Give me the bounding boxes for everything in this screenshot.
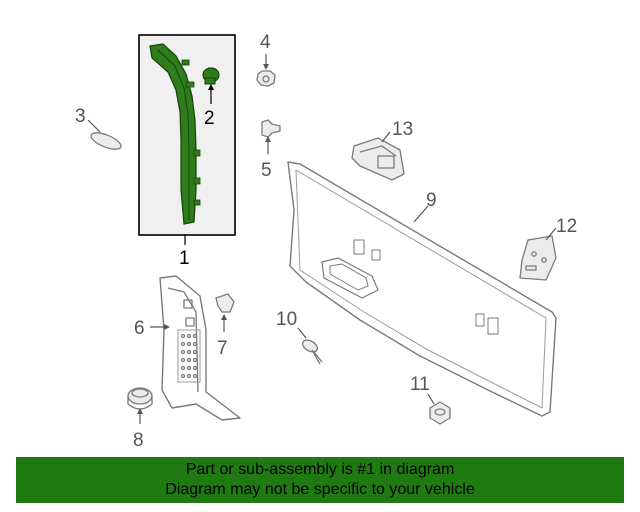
callout-2[interactable]: 2 — [204, 108, 215, 129]
callout-7[interactable]: 7 — [217, 338, 228, 359]
part-2-clip[interactable] — [202, 67, 220, 85]
info-banner: Part or sub-assembly is #1 in diagram Di… — [16, 457, 624, 503]
banner-line-2: Diagram may not be specific to your vehi… — [165, 481, 475, 498]
speaker-grille — [177, 329, 201, 383]
part-11-clip[interactable] — [429, 401, 451, 425]
part-9-door-trim-panel[interactable] — [287, 161, 557, 417]
banner-line-1: Part or sub-assembly is #1 in diagram — [185, 461, 455, 478]
arrow-head-8 — [137, 408, 143, 414]
part-8-grommet[interactable] — [127, 387, 153, 410]
callout-6[interactable]: 6 — [134, 318, 145, 339]
part-6-pillar-garnish[interactable] — [159, 275, 241, 421]
callout-9[interactable]: 9 — [426, 190, 437, 211]
callout-12[interactable]: 12 — [556, 216, 577, 237]
arrow-head-7 — [221, 314, 227, 320]
callout-3[interactable]: 3 — [75, 106, 86, 127]
leader-line-3 — [87, 119, 101, 133]
part-12-plate[interactable] — [519, 235, 557, 281]
callout-8[interactable]: 8 — [133, 430, 144, 451]
callout-11[interactable]: 11 — [410, 374, 430, 395]
part-7-bracket[interactable] — [215, 293, 235, 313]
leader-line-11 — [427, 393, 435, 405]
callout-13[interactable]: 13 — [392, 119, 413, 140]
leader-line-12 — [545, 227, 557, 241]
callout-4[interactable]: 4 — [260, 32, 271, 53]
part-10-screw[interactable] — [301, 338, 323, 365]
part-5-fastener[interactable] — [261, 119, 281, 138]
arrow-head-2 — [208, 84, 214, 90]
callout-1[interactable]: 1 — [179, 248, 190, 269]
parts-diagram: 2 1 3 4 5 13 9 — [75, 32, 577, 451]
part-4-push-clip[interactable] — [256, 70, 276, 87]
callout-10[interactable]: 10 — [276, 309, 297, 330]
callout-5[interactable]: 5 — [261, 160, 272, 181]
leader-line-10 — [297, 327, 307, 339]
part-3-lens[interactable] — [89, 129, 123, 152]
arrow-head-4 — [263, 64, 269, 70]
arrow-head-5 — [265, 136, 271, 142]
arrow-head-6 — [164, 324, 170, 330]
part-1-pillar-trim[interactable] — [149, 43, 201, 225]
part-13-bracket[interactable] — [351, 137, 405, 181]
leader-line-9 — [413, 205, 429, 223]
leader-line-13 — [381, 131, 391, 143]
